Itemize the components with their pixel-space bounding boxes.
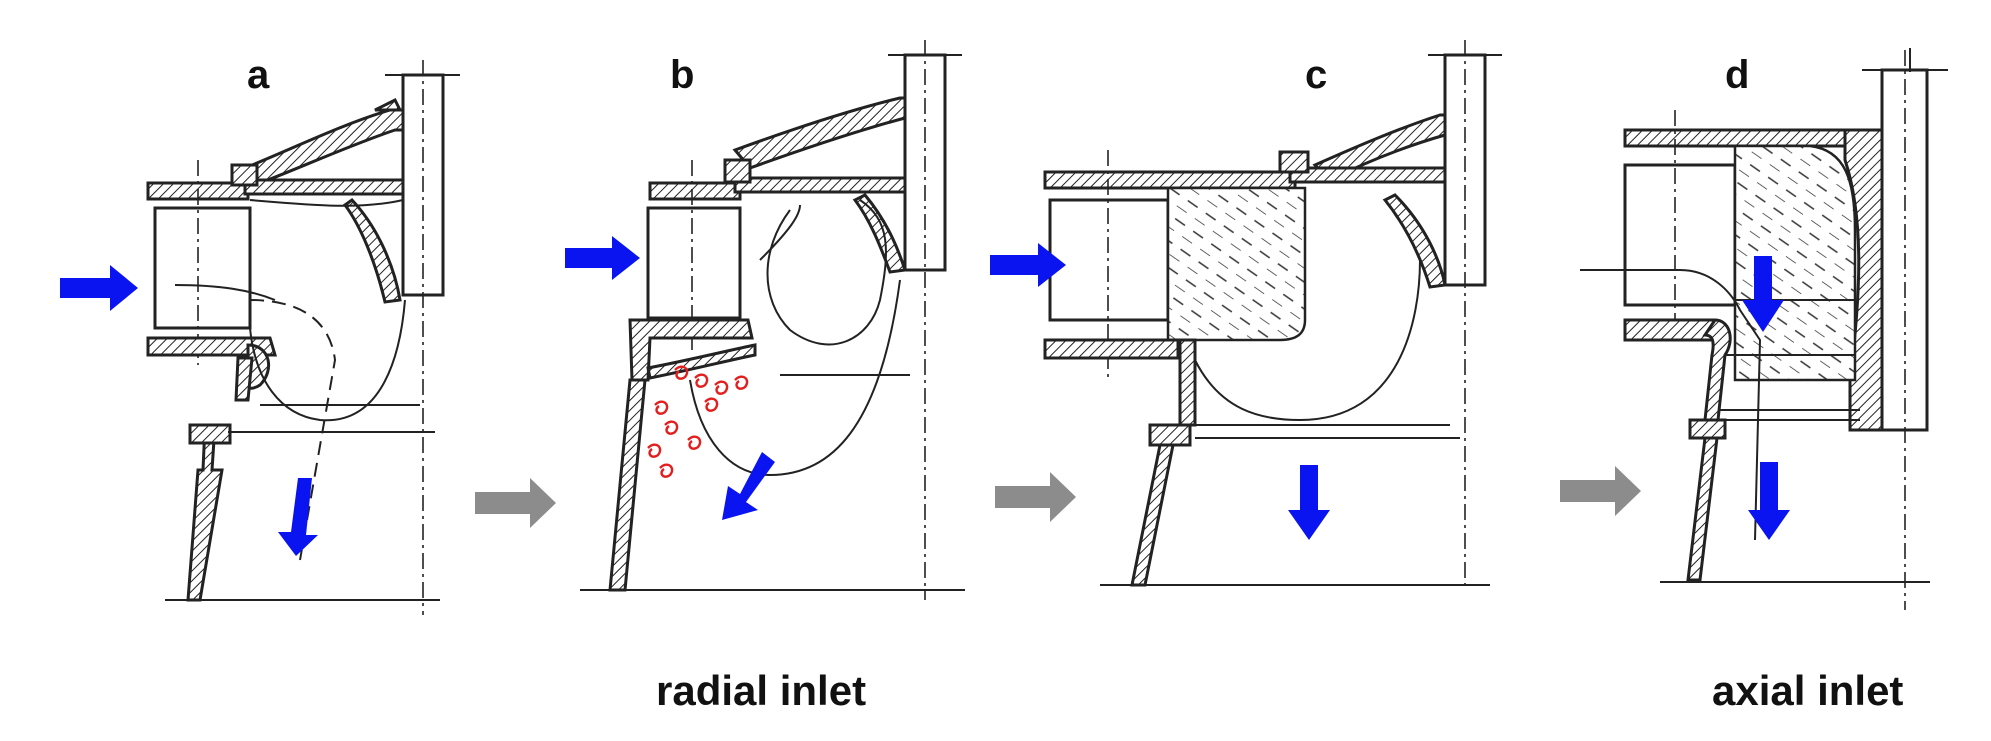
transition-arrow-1 — [475, 478, 556, 528]
panel-label-c: c — [1305, 53, 1327, 97]
transition-arrows — [475, 466, 1641, 528]
caption-axial-inlet: axial inlet — [1712, 667, 1903, 714]
eddy-marks — [647, 365, 749, 478]
transition-arrow-3 — [1560, 466, 1641, 516]
panel-label-a: a — [247, 53, 270, 97]
outlet-arrow-d — [1748, 462, 1790, 540]
inlet-arrow-c — [990, 243, 1066, 287]
panel-label-d: d — [1725, 53, 1749, 97]
panel-b-drawing — [580, 40, 965, 600]
transition-arrow-2 — [995, 472, 1076, 522]
inlet-arrow-a — [60, 265, 138, 311]
panel-a-drawing — [146, 60, 460, 615]
inlet-arrow-b — [565, 236, 640, 280]
inner-arrow-d — [1742, 256, 1784, 332]
panel-label-b: b — [670, 53, 694, 97]
outlet-arrow-a — [278, 478, 318, 556]
panel-c-drawing — [1043, 40, 1502, 590]
outlet-arrow-c — [1288, 465, 1330, 540]
outlet-arrow-b — [722, 452, 775, 520]
caption-radial-inlet: radial inlet — [656, 667, 866, 714]
flow-arrows — [60, 236, 1790, 556]
